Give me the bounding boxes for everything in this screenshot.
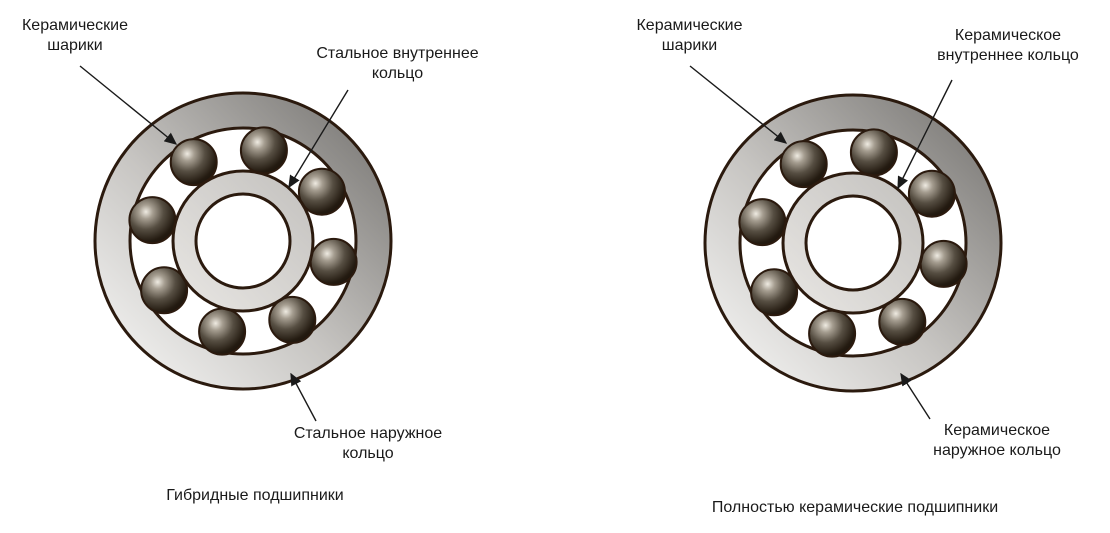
ceramic-ball (198, 307, 247, 356)
caption-hybrid-bearings: Гибридные подшипники (166, 487, 344, 504)
annotation-arrow-0 (79, 65, 178, 145)
caption-full-ceramic-bearings: Полностью керамические подшипники (711, 499, 999, 516)
bearing-hybrid (79, 65, 393, 422)
bearing-full-ceramic (689, 65, 1003, 420)
ceramic-ball (169, 138, 218, 187)
ceramic-ball (878, 297, 927, 346)
label-ceramic-balls-left: Керамические шарики (21, 17, 129, 54)
annotation-arrow-1 (288, 89, 349, 189)
ceramic-ball (140, 266, 189, 315)
annotation-arrow-0 (689, 65, 788, 144)
annotation-arrow-2 (900, 372, 931, 420)
label-inner-ring-right: Керамическое внутреннее кольцо (937, 27, 1079, 64)
ceramic-ball (779, 140, 828, 189)
ceramic-ball (907, 169, 956, 218)
annotation-arrow-1 (897, 79, 953, 190)
ceramic-ball (128, 196, 177, 245)
label-outer-ring-right: Керамическое наружное кольцо (933, 422, 1061, 459)
label-ceramic-balls-right: Керамические шарики (636, 17, 743, 54)
bore-hole (804, 194, 902, 292)
ceramic-ball (750, 268, 799, 317)
ceramic-ball (309, 237, 358, 286)
ceramic-ball (268, 295, 317, 344)
ceramic-ball (297, 167, 346, 216)
ceramic-ball (849, 128, 898, 177)
ceramic-ball (919, 239, 968, 288)
bore-hole (194, 192, 292, 290)
ceramic-ball (239, 126, 288, 175)
ceramic-ball (738, 198, 787, 247)
ceramic-ball (808, 309, 857, 358)
label-inner-ring-left: Стальное внутреннее кольцо (316, 45, 479, 82)
label-outer-ring-left: Стальное наружное кольцо (293, 425, 443, 462)
annotation-arrow-2 (290, 372, 317, 422)
